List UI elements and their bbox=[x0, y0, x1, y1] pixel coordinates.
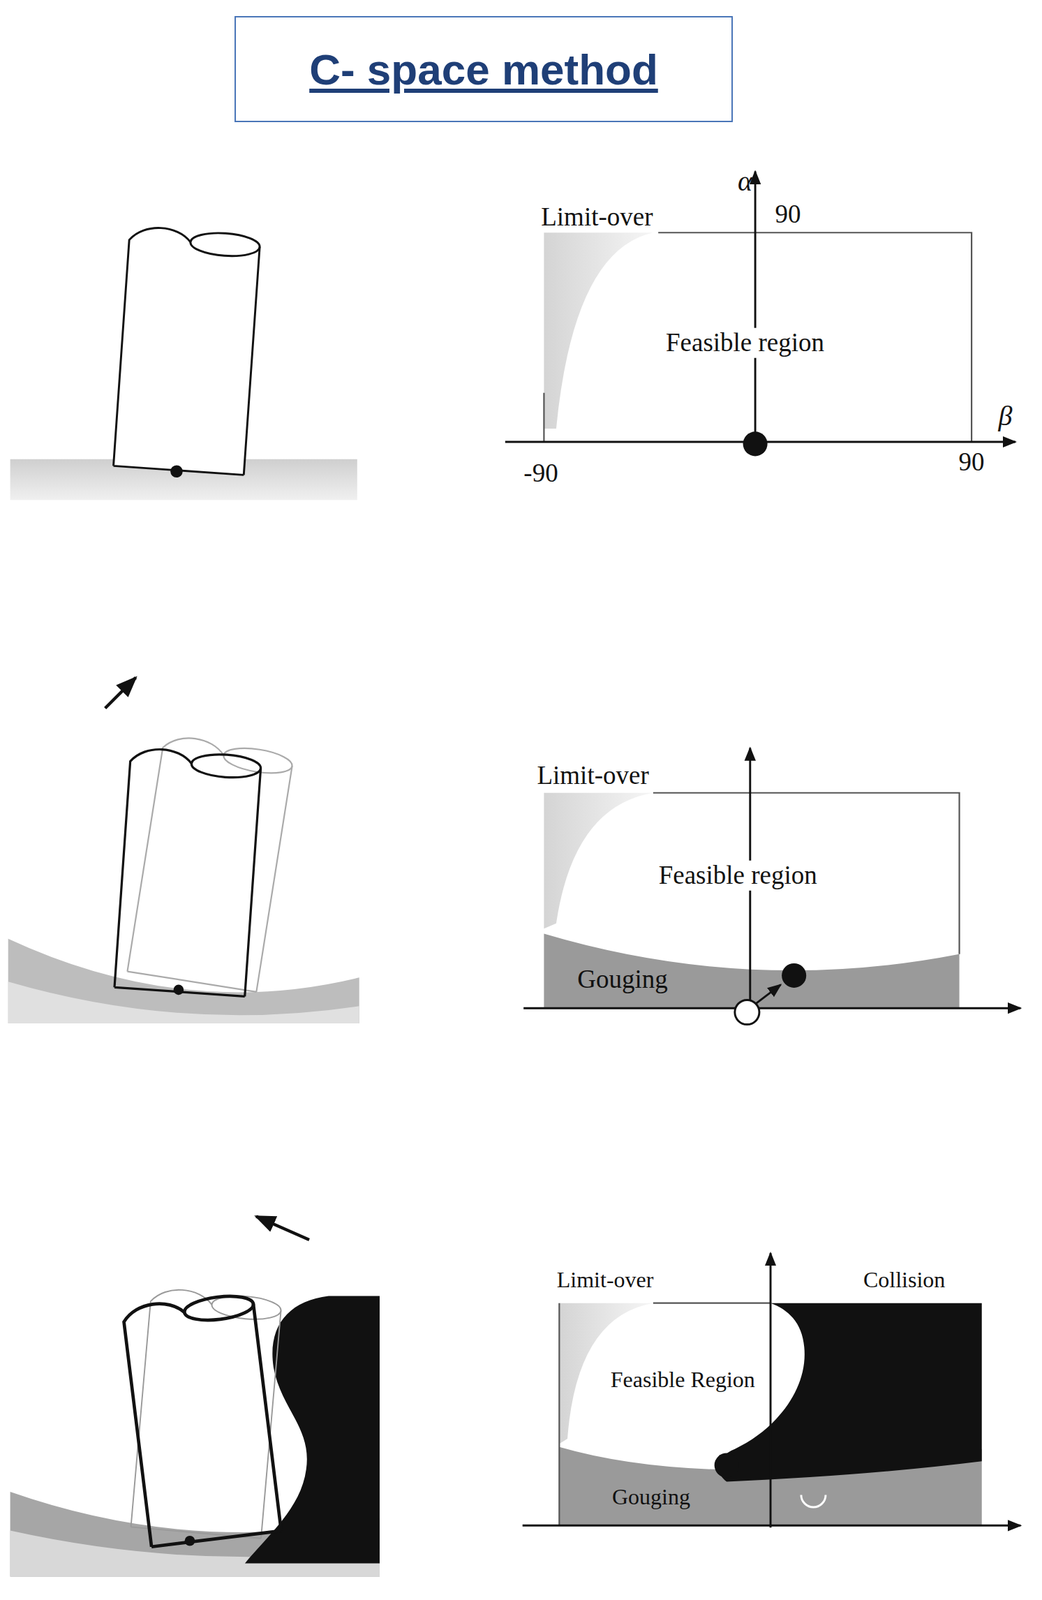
title: C- space method bbox=[309, 44, 659, 95]
axis-name: α bbox=[737, 165, 753, 198]
alpha-axis bbox=[754, 171, 757, 444]
cutting-tool bbox=[122, 1291, 282, 1547]
previous-posture-point bbox=[801, 1494, 826, 1507]
axis-value: 90 bbox=[958, 447, 985, 478]
previous-tool-position bbox=[131, 1286, 283, 1539]
axis-name: β bbox=[998, 399, 1012, 433]
tool-posture-point bbox=[714, 1453, 740, 1478]
feasible-boundary bbox=[653, 792, 960, 955]
region-label: Limit-over bbox=[540, 202, 653, 233]
motion-arrow bbox=[105, 677, 137, 709]
title-box: C- space method bbox=[234, 16, 733, 123]
cutting-tool bbox=[114, 746, 262, 996]
region-label: Gouging bbox=[577, 964, 668, 995]
region-label: Feasible region bbox=[663, 328, 828, 359]
limit-over-region bbox=[543, 232, 653, 429]
region-label: Gouging bbox=[612, 1483, 691, 1510]
contact-point bbox=[173, 984, 185, 996]
tool-posture-point bbox=[743, 431, 768, 456]
alpha-axis bbox=[769, 1252, 772, 1528]
region-label: Collision bbox=[860, 1266, 948, 1293]
feasible-boundary bbox=[558, 1303, 560, 1526]
limit-over-region bbox=[543, 792, 653, 929]
workpiece-surface bbox=[8, 981, 360, 1024]
motion-arrow bbox=[256, 1215, 310, 1240]
contact-point bbox=[170, 465, 183, 479]
previous-tool-position bbox=[127, 733, 294, 992]
posture-shift-arrow bbox=[755, 984, 781, 1005]
contact-point bbox=[184, 1535, 196, 1546]
cutting-tool bbox=[113, 226, 262, 476]
axis-value: -90 bbox=[523, 458, 558, 489]
workpiece-surface bbox=[8, 938, 360, 1024]
region-label: Limit-over bbox=[536, 760, 649, 791]
region-label: Feasible region bbox=[656, 860, 821, 891]
tool-posture-point bbox=[781, 963, 807, 988]
feasible-boundary bbox=[658, 232, 972, 442]
region-label: Feasible Region bbox=[603, 1366, 763, 1393]
obstacle bbox=[244, 1295, 380, 1563]
region-label: Limit-over bbox=[556, 1266, 654, 1293]
axis-tick bbox=[542, 392, 545, 442]
beta-axis bbox=[523, 1007, 1021, 1010]
feasible-boundary bbox=[653, 1302, 771, 1304]
axis-value: 90 bbox=[774, 199, 801, 230]
gouging-region bbox=[543, 933, 959, 1008]
